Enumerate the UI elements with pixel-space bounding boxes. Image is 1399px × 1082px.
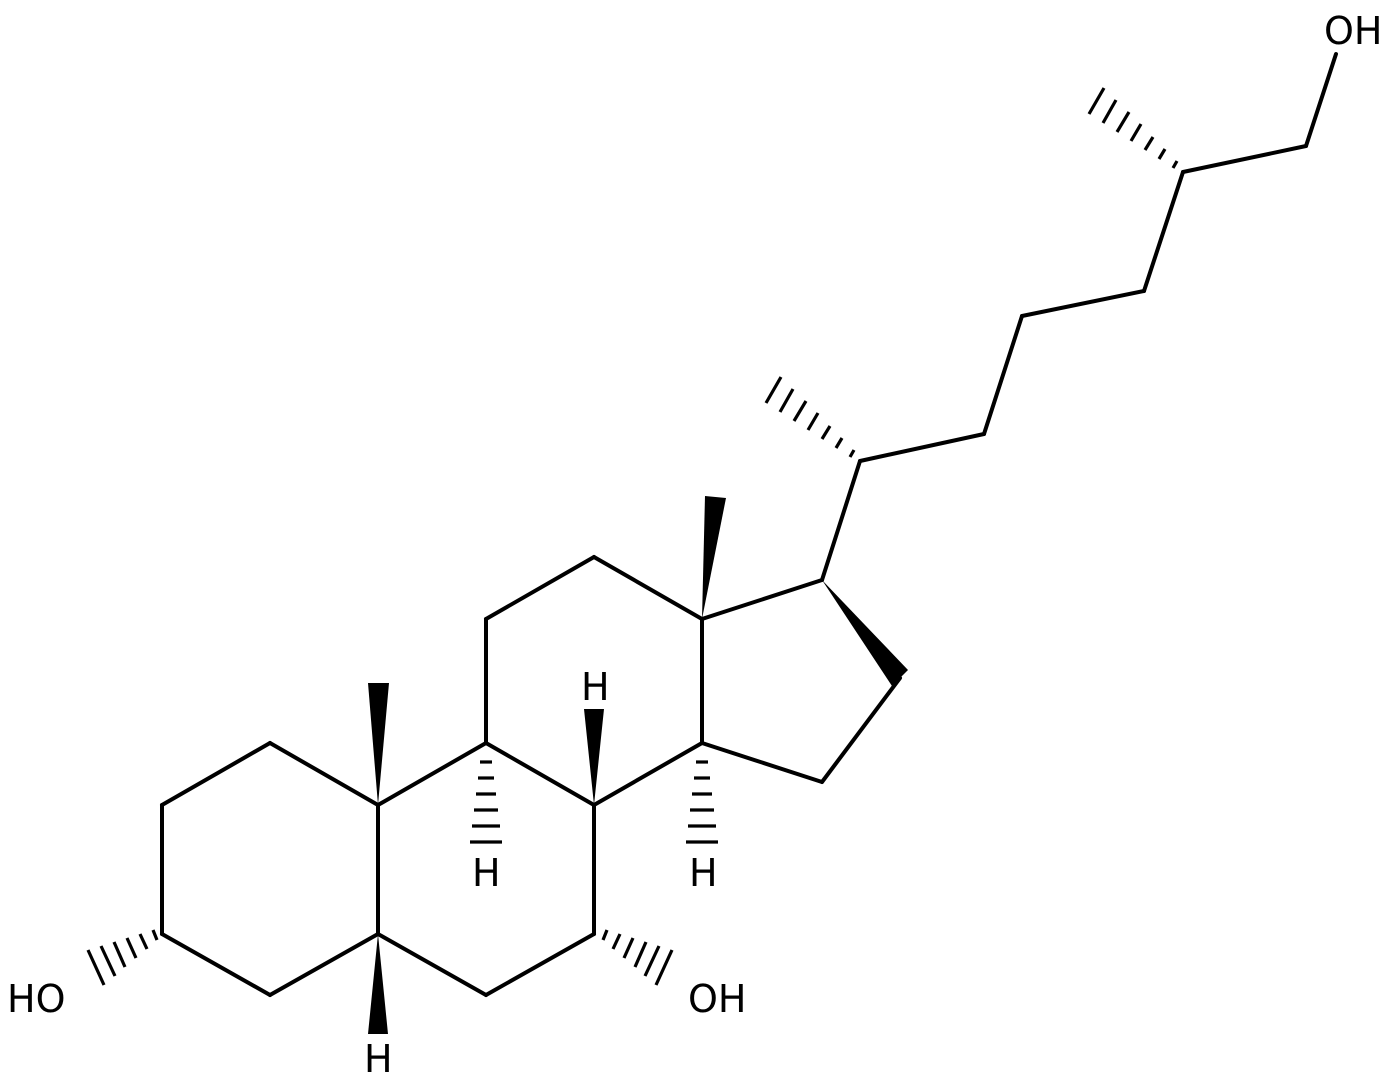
bond	[982, 314, 1024, 436]
bond	[268, 741, 380, 807]
wedge-bond-c8-h	[584, 709, 604, 805]
hash-line	[1115, 111, 1131, 133]
wedge-bond-c17-c16	[822, 580, 908, 686]
bond	[484, 741, 596, 807]
bond	[820, 459, 862, 582]
hydroxyl-label-c26: OH	[1324, 9, 1382, 53]
hash-bond-c25-methyl	[1087, 87, 1179, 169]
bond	[592, 555, 704, 621]
hash-line	[86, 949, 106, 986]
hash-line	[654, 949, 674, 986]
hash-line	[611, 933, 622, 950]
hydrogen-label-c8: H	[581, 665, 610, 709]
hash-line	[1157, 148, 1167, 160]
ring-a	[160, 741, 380, 997]
hash-line	[138, 933, 149, 950]
hash-line	[764, 376, 783, 404]
hydrogen-label-c5: H	[364, 1037, 393, 1081]
bond	[1142, 170, 1185, 293]
ring-b	[376, 741, 596, 997]
bond	[700, 578, 824, 621]
wedge-bond-c13-methyl	[702, 496, 726, 619]
ring-d	[700, 578, 902, 784]
hash-line	[1087, 87, 1106, 115]
hash-line	[1101, 99, 1118, 124]
hash-line	[1129, 123, 1143, 142]
hydroxyl-label-c3: HO	[7, 977, 65, 1021]
hydrogen-label-c14: H	[689, 851, 718, 895]
hash-line	[151, 929, 159, 941]
bond	[1020, 289, 1146, 318]
bond	[484, 932, 596, 997]
side-chain	[820, 52, 1338, 582]
bond	[700, 741, 824, 784]
bond	[160, 932, 272, 997]
hydrogen-label-c9: H	[472, 851, 501, 895]
bond	[268, 932, 380, 997]
hash-bond-c9-h	[470, 760, 502, 844]
hash-line	[622, 937, 635, 959]
bond	[484, 555, 596, 621]
hash-bond-c20-methyl	[764, 376, 856, 458]
wedge-bond-c10-methyl	[368, 683, 389, 805]
bond	[592, 741, 704, 807]
hash-line	[1171, 160, 1179, 169]
ring-c	[484, 555, 704, 807]
hash-line	[778, 388, 795, 413]
bond	[820, 676, 902, 784]
hash-line	[806, 412, 820, 431]
wedge-bonds	[368, 496, 908, 1034]
hash-line	[834, 437, 844, 449]
bond	[858, 432, 986, 463]
hash-bond-c14-h	[686, 760, 718, 844]
hash-line	[601, 929, 609, 941]
bond	[1181, 144, 1308, 174]
hash-line	[848, 449, 856, 458]
hash-line	[1143, 136, 1155, 151]
hash-line	[633, 941, 648, 968]
hash-bond-c3-oh	[86, 929, 159, 986]
hash-line	[643, 945, 661, 977]
hash-bond-c7-oh	[601, 929, 674, 986]
wedge-bond-c5-h	[368, 934, 388, 1034]
atom-labels: HO OH OH H H H H	[7, 9, 1382, 1081]
bond	[160, 741, 272, 807]
bond	[1304, 52, 1338, 148]
hash-line	[99, 945, 117, 977]
hash-line	[792, 400, 808, 422]
hash-line	[125, 937, 138, 959]
bond	[376, 741, 488, 807]
hydroxyl-label-c7: OH	[688, 977, 746, 1021]
bond	[376, 932, 488, 997]
hash-line	[112, 941, 127, 968]
hash-line	[820, 425, 832, 440]
